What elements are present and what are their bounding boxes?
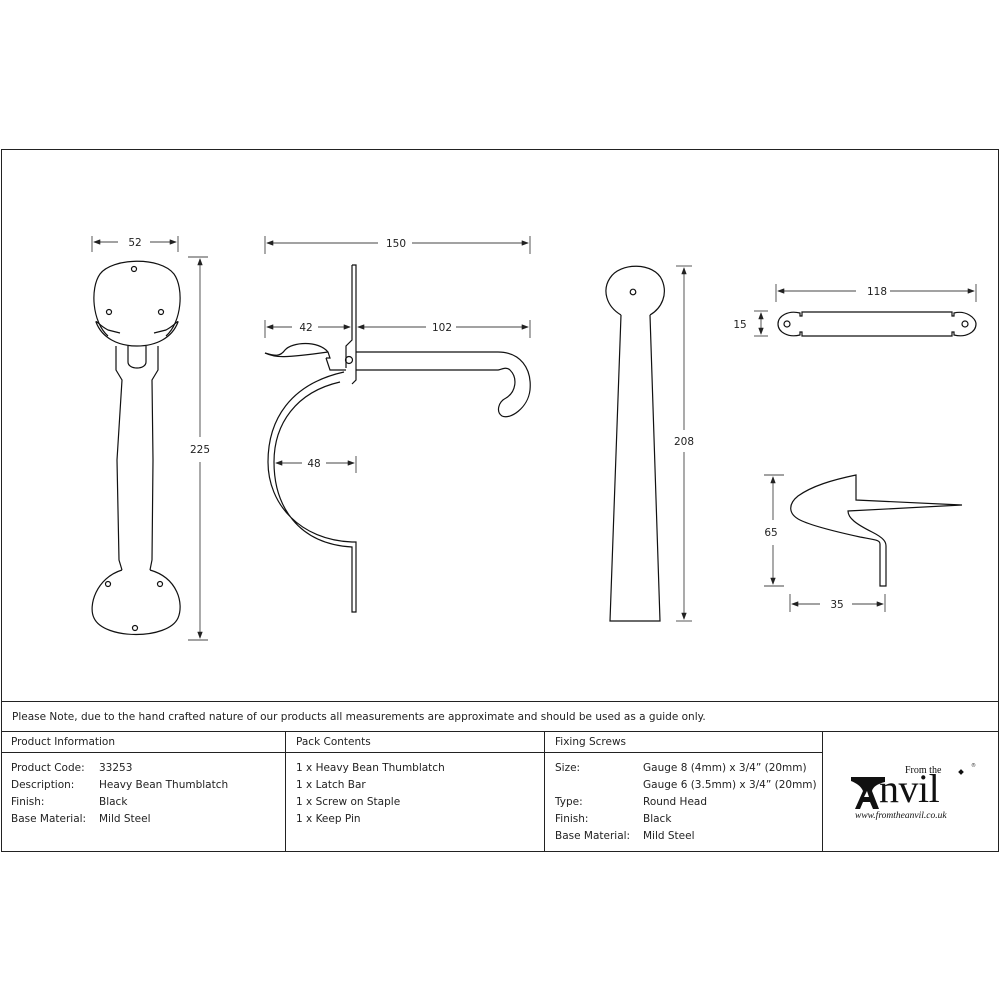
finish-value: Black — [643, 813, 672, 825]
latch-front-dimension: 42 — [299, 322, 312, 334]
latch-curve-dimension: 48 — [307, 458, 320, 470]
measurement-note: Please Note, due to the hand crafted nat… — [1, 701, 999, 732]
type-value: Round Head — [643, 796, 708, 808]
finish-label: Finish: — [555, 813, 589, 825]
base-material-value: Mild Steel — [99, 813, 151, 825]
registered-mark: ® — [971, 763, 976, 769]
from-the-anvil-logo: From the ® nvil www.fromtheanvil.co.uk — [851, 763, 981, 823]
fixing-screws-title: Fixing Screws — [545, 732, 822, 753]
handle-dimensions — [91, 236, 208, 641]
base-material-label: Base Material: — [555, 830, 631, 842]
size-value-2: Gauge 6 (3.5mm) x 3/4” (20mm) — [643, 779, 817, 791]
size-label-2 — [555, 777, 643, 794]
handle-front-view — [91, 260, 181, 635]
type-label: Type: — [555, 796, 583, 808]
latch-overall-dimension: 150 — [386, 238, 406, 250]
product-info-row: Description: Heavy Bean Thumblatch — [11, 777, 285, 794]
finish-value: Black — [99, 796, 128, 808]
backplate-height-dimension: 208 — [674, 436, 694, 448]
latch-bar-dimension: 102 — [432, 322, 452, 334]
backplate-view — [605, 265, 665, 622]
pack-item: 1 x Heavy Bean Thumblatch — [296, 762, 445, 774]
fixing-row: Finish: Black — [555, 811, 822, 828]
fixing-row: Type: Round Head — [555, 794, 822, 811]
fixing-screws-panel: Fixing Screws Size: Gauge 8 (4mm) x 3/4”… — [545, 731, 823, 852]
fixing-row: Base Material: Mild Steel — [555, 828, 822, 845]
staple-height-dimension: 65 — [764, 527, 777, 539]
pack-item: 1 x Keep Pin — [296, 813, 361, 825]
drawing-sheet-frame — [1, 149, 999, 852]
latch-dimensions — [264, 236, 531, 473]
keep-dimensions — [754, 284, 977, 337]
anvil-icon — [851, 777, 885, 809]
latch-side-view — [264, 264, 531, 613]
pack-item: 1 x Latch Bar — [296, 779, 366, 791]
finish-label: Finish: — [11, 796, 45, 808]
product-info-row: Finish: Black — [11, 794, 285, 811]
handle-height-dimension: 225 — [190, 444, 210, 456]
base-material-value: Mild Steel — [643, 830, 695, 842]
logo-diamond-icon — [958, 769, 964, 775]
product-information-title: Product Information — [1, 732, 285, 753]
keep-height-dimension: 15 — [733, 319, 746, 331]
logo-url: www.fromtheanvil.co.uk — [855, 811, 947, 821]
description-value: Heavy Bean Thumblatch — [99, 779, 229, 791]
pack-item: 1 x Screw on Staple — [296, 796, 401, 808]
product-info-row: Base Material: Mild Steel — [11, 811, 285, 828]
size-value: Gauge 8 (4mm) x 3/4” (20mm) — [643, 762, 807, 774]
fixing-row: Size: Gauge 8 (4mm) x 3/4” (20mm) — [555, 760, 822, 777]
pack-contents-panel: Pack Contents 1 x Heavy Bean Thumblatch … — [286, 731, 545, 852]
backplate-dimensions — [676, 265, 692, 622]
keep-view — [777, 311, 977, 337]
base-material-label: Base Material: — [11, 813, 87, 825]
keep-length-dimension: 118 — [867, 286, 887, 298]
fixing-row: Gauge 6 (3.5mm) x 3/4” (20mm) — [555, 777, 822, 794]
pack-contents-title: Pack Contents — [286, 732, 544, 753]
logo-wordmark: nvil — [879, 766, 940, 811]
brand-logo-panel: From the ® nvil www.fromtheanvil.co.uk — [823, 731, 999, 852]
product-info-row: Product Code: 33253 — [11, 760, 285, 777]
staple-width-dimension: 35 — [830, 599, 843, 611]
size-label: Size: — [555, 762, 581, 774]
logo-from-the: From the — [905, 765, 942, 776]
description-label: Description: — [11, 779, 75, 791]
staple-dimensions — [764, 474, 886, 612]
product-information-panel: Product Information Product Code: 33253 … — [1, 731, 286, 852]
product-code-value: 33253 — [99, 762, 133, 774]
product-code-label: Product Code: — [11, 762, 85, 774]
handle-width-dimension: 52 — [128, 237, 141, 249]
staple-view — [790, 474, 963, 587]
